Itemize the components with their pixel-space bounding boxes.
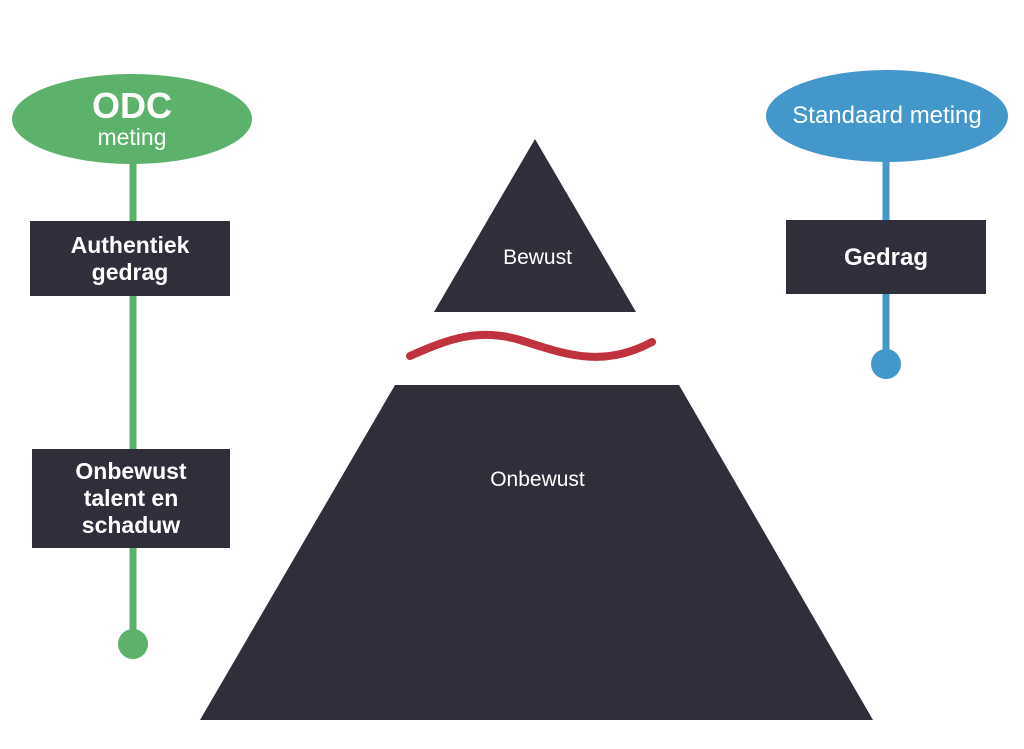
- standaard-meting-label: Standaard meting: [792, 102, 982, 129]
- separator-wave: [406, 330, 656, 361]
- standard-end-dot: [871, 349, 901, 379]
- odc-subtitle: meting: [97, 124, 167, 150]
- odc-meting-oval: ODC meting: [12, 74, 252, 164]
- odc-title: ODC: [92, 85, 172, 126]
- pyramid-top-label: Bewust: [503, 246, 572, 269]
- pyramid-top-triangle: [434, 139, 636, 312]
- gedrag-label: Gedrag: [843, 243, 929, 271]
- pyramid-bottom-trapezoid: [200, 385, 873, 720]
- odc-end-dot: [118, 629, 148, 659]
- standaard-meting-oval: Standaard meting: [766, 70, 1008, 162]
- authentiek-gedrag-label: Authentiek gedrag: [70, 231, 190, 285]
- pyramid-bottom-label: Onbewust: [490, 468, 585, 491]
- authentiek-gedrag-box: Authentiek gedrag: [30, 221, 230, 296]
- onbewust-talent-box: Onbewust talent en schaduw: [32, 449, 230, 548]
- onbewust-talent-label: Onbewust talent en schaduw: [75, 458, 187, 538]
- gedrag-box: Gedrag: [786, 220, 986, 294]
